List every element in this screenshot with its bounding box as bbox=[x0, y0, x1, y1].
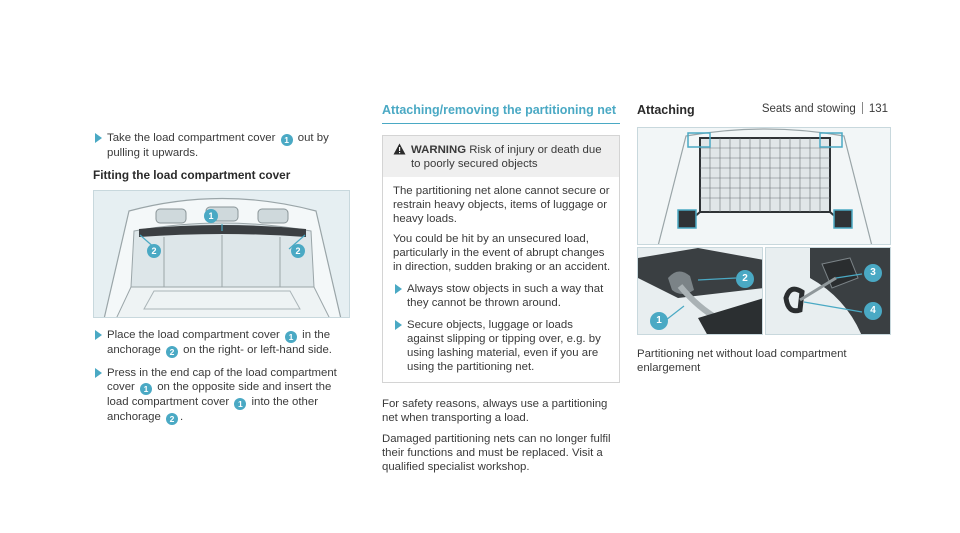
figure-detail-bottom-anchor: 3 4 bbox=[765, 247, 891, 335]
partitioning-net-illustration bbox=[638, 128, 890, 244]
figure-callout-1: 1 bbox=[204, 209, 218, 223]
step-text: in the anchorage bbox=[107, 329, 331, 356]
header-divider bbox=[861, 102, 863, 114]
warning-triangle-icon bbox=[393, 143, 411, 171]
subheading-fitting-cover: Fitting the load compartment cover bbox=[93, 168, 291, 182]
cargo-area-illustration bbox=[94, 191, 349, 317]
column-middle: Attaching/removing the partitioning net … bbox=[382, 103, 620, 481]
step-text: on the opposite side and insert the load… bbox=[107, 381, 332, 408]
step-text: into the other anchorage bbox=[107, 396, 319, 423]
paragraph-safety: For safety reasons, always use a partiti… bbox=[382, 398, 608, 424]
callout-badge: 1 bbox=[140, 383, 153, 395]
warning-headline: Risk of injury or death due to poorly se… bbox=[411, 144, 602, 170]
column-right: Attaching bbox=[637, 103, 891, 375]
figure-callout-3: 3 bbox=[864, 264, 882, 282]
step-text: Place the load compartment cover bbox=[107, 329, 284, 341]
bottom-anchor-illustration bbox=[766, 248, 890, 334]
warning-label: WARNING bbox=[411, 144, 467, 156]
warning-text-1: The partitioning net alone cannot secure… bbox=[393, 185, 610, 225]
warning-box: WARNING Risk of injury or death due to p… bbox=[382, 135, 620, 383]
figure-caption: Partitioning net without load compartmen… bbox=[637, 348, 847, 374]
top-anchor-illustration bbox=[638, 248, 762, 334]
warning-text-2: You could be hit by an unsecured load, p… bbox=[393, 233, 611, 273]
page-number: 131 bbox=[868, 103, 888, 115]
callout-badge: 2 bbox=[166, 346, 178, 358]
figure-callout-2-left: 2 bbox=[147, 244, 161, 258]
section-title-partitioning-net: Attaching/removing the partitioning net bbox=[382, 103, 620, 124]
warning-step-stow: Always stow objects in such a way that t… bbox=[393, 282, 611, 310]
callout-badge: 2 bbox=[166, 413, 178, 425]
figure-callout-1: 1 bbox=[650, 312, 668, 330]
callout-badge: 1 bbox=[234, 398, 247, 410]
figure-net-installed bbox=[637, 127, 891, 245]
step-text: . bbox=[180, 411, 184, 423]
figure-callout-4: 4 bbox=[864, 302, 882, 320]
step-place-cover: Place the load compartment cover 1 in th… bbox=[93, 328, 350, 358]
section-name: Seats and stowing bbox=[761, 103, 856, 115]
step-press-end-cap: Press in the end cap of the load compart… bbox=[93, 366, 350, 425]
step-text: out by pulling it upwards. bbox=[107, 132, 329, 159]
subheading-attaching: Attaching bbox=[637, 103, 695, 117]
callout-badge: 1 bbox=[285, 331, 298, 343]
warning-body: The partitioning net alone cannot secure… bbox=[383, 177, 619, 382]
figure-detail-top-anchor: 2 1 bbox=[637, 247, 763, 335]
step-text: Press in the end cap of the load compart… bbox=[107, 367, 337, 393]
figure-callout-2: 2 bbox=[736, 270, 754, 288]
step-text: Take the load compartment cover bbox=[107, 132, 279, 144]
step-remove-cover: Take the load compartment cover 1 out by… bbox=[93, 131, 350, 160]
callout-badge: 1 bbox=[280, 134, 293, 146]
figure-load-compartment-cover: 1 2 2 bbox=[93, 190, 350, 318]
step-text: on the right- or left-hand side. bbox=[180, 344, 332, 356]
warning-step-secure: Secure objects, luggage or loads against… bbox=[393, 318, 611, 374]
paragraph-damaged-nets: Damaged partitioning nets can no longer … bbox=[382, 433, 611, 473]
figure-callout-2-right: 2 bbox=[291, 244, 305, 258]
column-left: Take the load compartment cover 1 out by… bbox=[93, 131, 350, 433]
warning-header: WARNING Risk of injury or death due to p… bbox=[383, 136, 619, 177]
page-header: Seats and stowing 131 bbox=[762, 102, 888, 115]
